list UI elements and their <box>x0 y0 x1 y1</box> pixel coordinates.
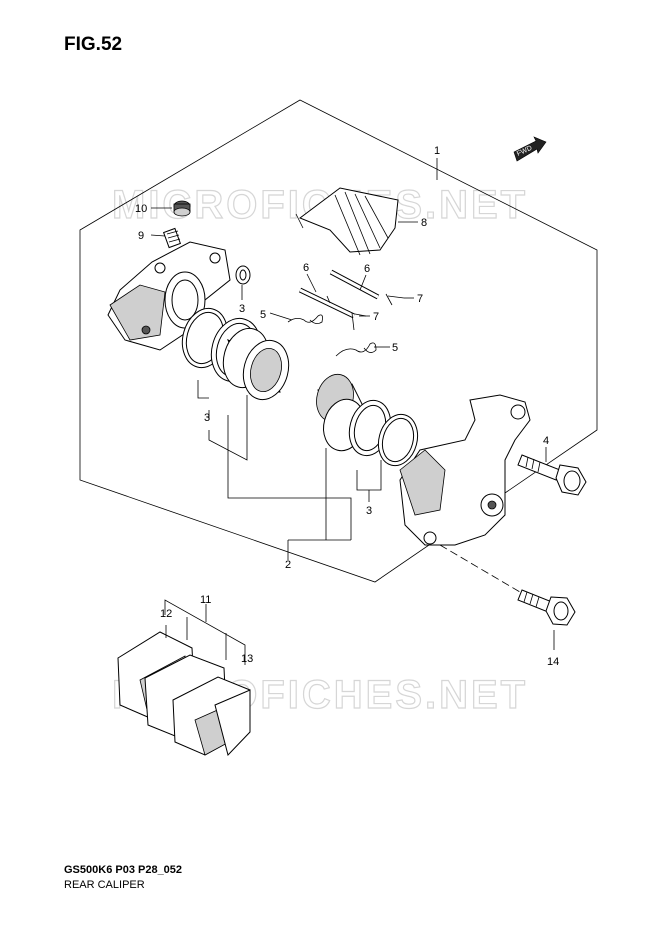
assembly-outline <box>79 99 598 583</box>
callout-14: 14 <box>547 656 559 668</box>
callout-13: 13 <box>241 653 253 665</box>
bleeder-cap-part <box>173 200 191 217</box>
brake-pad-inner <box>172 676 251 756</box>
callout-9: 9 <box>138 230 144 242</box>
callout-11: 11 <box>200 594 211 606</box>
callout-3c: 3 <box>366 505 372 517</box>
callout-6b: 6 <box>364 263 370 275</box>
leader-lines <box>150 158 555 665</box>
mounting-bolt-upper <box>517 454 587 496</box>
bleeder-valve-part <box>162 227 182 249</box>
pin-clip-upper <box>385 293 405 306</box>
callout-1: 1 <box>434 145 440 157</box>
callout-3a: 3 <box>239 303 245 315</box>
caliper-right-half <box>399 394 531 546</box>
figure-name: REAR CALIPER <box>64 879 145 891</box>
callout-5b: 5 <box>392 342 398 354</box>
spring-right <box>335 342 377 357</box>
callout-6a: 6 <box>303 262 309 274</box>
callout-7b: 7 <box>373 311 379 323</box>
caliper-left-half <box>107 241 231 351</box>
fwd-arrow-icon: FWD <box>513 136 547 162</box>
pad-spring-part <box>295 187 399 256</box>
callout-4: 4 <box>543 435 549 447</box>
callout-3b: 3 <box>204 412 210 424</box>
figure-code: GS500K6 P03 P28_052 <box>64 864 183 876</box>
callout-12: 12 <box>160 608 172 620</box>
callout-10: 10 <box>135 203 147 215</box>
pad-pin-lower <box>298 287 356 319</box>
bolt-axis-line <box>439 544 521 593</box>
callout-8: 8 <box>421 217 427 229</box>
callout-5a: 5 <box>260 309 266 321</box>
spring-left <box>287 314 323 324</box>
callout-2: 2 <box>285 559 291 571</box>
piston-seal-right <box>377 413 419 467</box>
pad-pin-upper <box>329 269 380 300</box>
seal-small-part <box>235 265 251 285</box>
callout-7a: 7 <box>417 293 423 305</box>
mounting-bolt-lower <box>517 589 576 626</box>
figure-title: FIG.52 <box>64 34 123 55</box>
piston-left <box>222 327 290 401</box>
